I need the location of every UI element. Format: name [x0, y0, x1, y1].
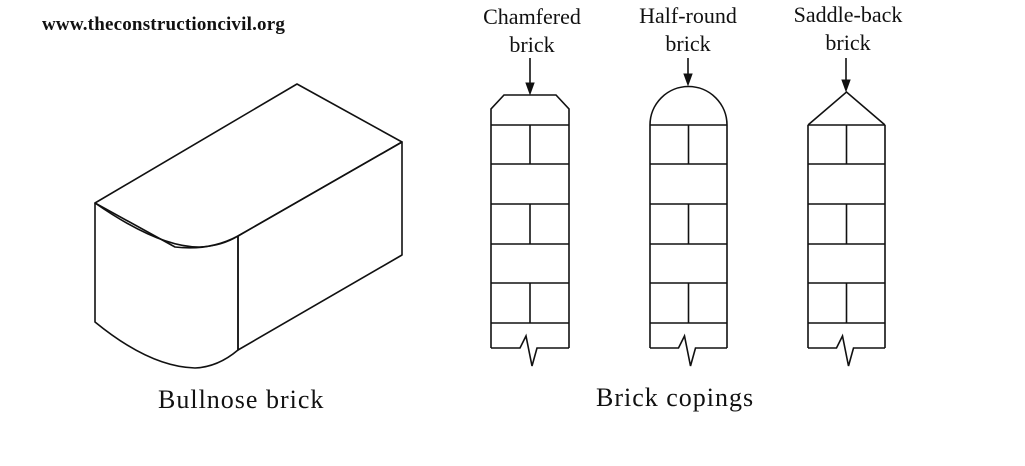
coping-half-round-drawing [649, 58, 728, 367]
coping-pointer-arrowhead [683, 73, 693, 87]
chamfered-label: Chamfered brick [452, 3, 612, 59]
coping-break-line [650, 333, 727, 367]
chamfered-label-line1: Chamfered [483, 4, 581, 29]
chamfered-label-line2: brick [509, 32, 555, 57]
half-round-label: Half-round brick [608, 2, 768, 58]
bullnose-side-face [237, 141, 403, 351]
saddle-back-label-line2: brick [825, 30, 871, 55]
coping-break-line [491, 333, 569, 367]
bullnose-caption: Bullnose brick [158, 385, 325, 414]
half-round-label-line2: brick [665, 31, 711, 56]
watermark-text: www.theconstructioncivil.org [42, 14, 286, 35]
coping-break-line [808, 333, 885, 367]
coping-pointer-arrowhead [525, 82, 535, 96]
bullnose-top-face [94, 83, 403, 249]
bullnose-brick-drawing [94, 83, 403, 369]
coping-cap-outline [649, 85, 728, 126]
coping-chamfered-drawing [490, 58, 570, 367]
coping-cap-outline [490, 94, 570, 125]
saddle-back-label-line1: Saddle-back [793, 2, 903, 27]
coping-saddle-back-drawing [807, 58, 886, 367]
coping-cap-outline [807, 90, 886, 126]
copings-caption: Brick copings [596, 383, 755, 412]
bullnose-front-face [94, 202, 239, 369]
saddle-back-label: Saddle-back brick [768, 1, 928, 57]
half-round-label-line1: Half-round [639, 3, 737, 28]
coping-pointer-arrowhead [841, 79, 851, 93]
